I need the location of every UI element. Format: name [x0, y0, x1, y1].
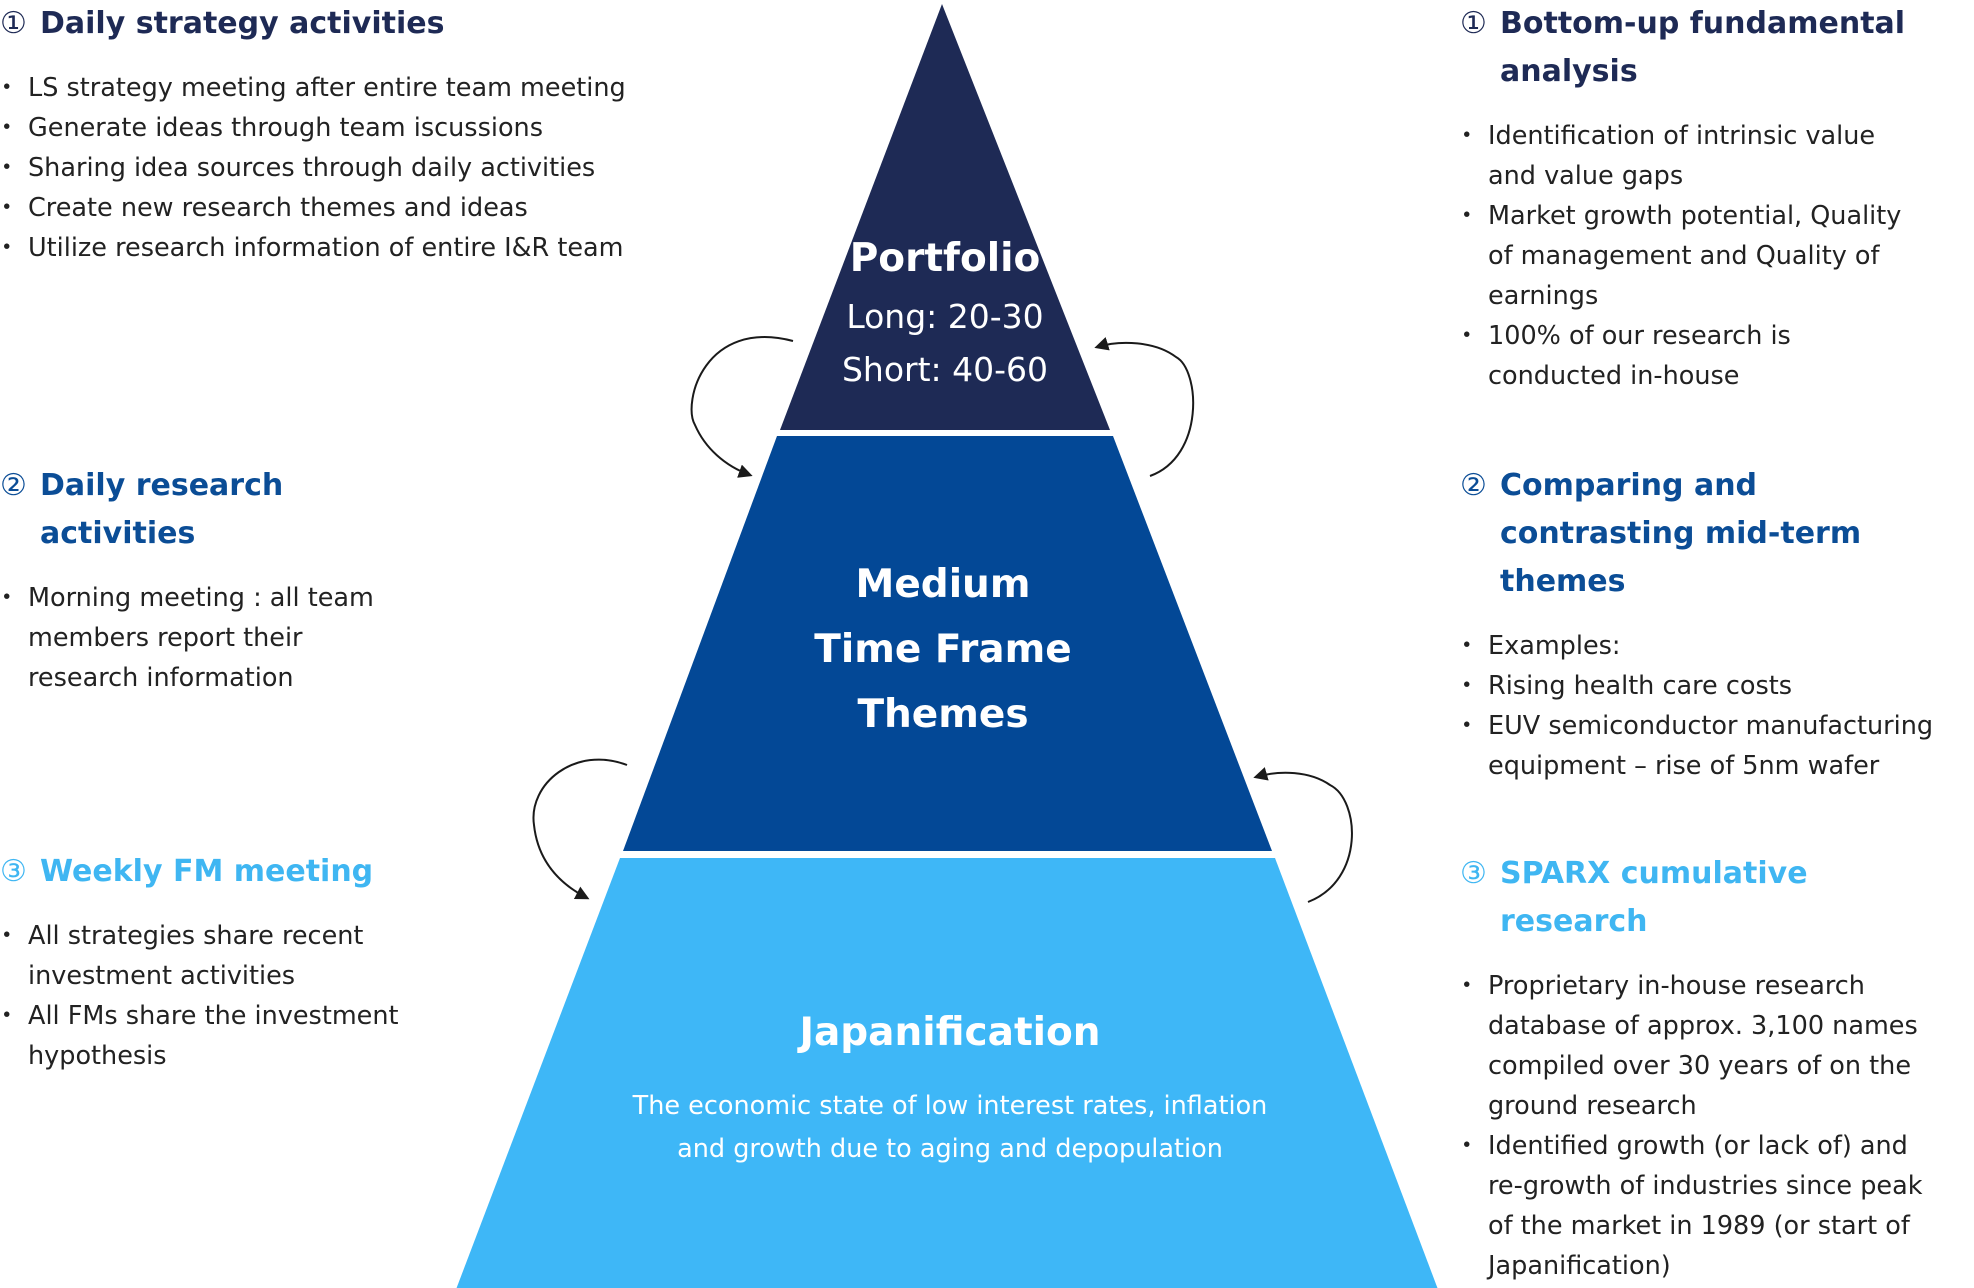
left-heading-2: ② Daily research activities: [0, 462, 400, 558]
medium-line: Medium: [855, 562, 1031, 607]
left-title-1: Daily strategy activities: [40, 6, 445, 41]
right-number-2: ②: [1460, 468, 1487, 503]
right-list-2: Examples: Rising health care costs EUV s…: [1454, 626, 1940, 786]
right-panel-1: ① Bottom-up fundamental analysis Identif…: [1454, 0, 1920, 396]
left-title-2: Daily research activities: [40, 468, 284, 551]
cycle-arrow-left-lower: [532, 758, 628, 900]
left-panel-1: ① Daily strategy activities LS strategy …: [0, 0, 690, 268]
left-number-1: ①: [0, 6, 27, 41]
right-panel-2: ② Comparing and contrasting mid-term the…: [1454, 462, 1940, 786]
list-item: Generate ideas through team iscussions: [0, 108, 690, 148]
list-item: Morning meeting : all team members repor…: [0, 578, 400, 698]
left-number-3: ③: [0, 854, 27, 889]
right-list-1: Identification of intrinsic value and va…: [1454, 116, 1920, 396]
japanification-title: Japanification: [799, 1010, 1101, 1055]
time-frame-line: Time Frame: [814, 627, 1072, 672]
list-item: EUV semiconductor manufacturing equipmen…: [1454, 706, 1940, 786]
tier-top-label: Portfolio Long: 20-30 Short: 40-60: [780, 228, 1110, 396]
pyramid-tier-middle: [623, 436, 1272, 851]
japanification-desc-1: The economic state of low interest rates…: [632, 1091, 1268, 1121]
list-item: Proprietary in-house research database o…: [1454, 966, 1940, 1126]
left-panel-2: ② Daily research activities Morning meet…: [0, 462, 400, 698]
list-item: Identification of intrinsic value and va…: [1454, 116, 1920, 196]
pyramid-tier-bottom: [456, 858, 1438, 1288]
themes-line: Themes: [857, 692, 1029, 737]
list-item: 100% of our research is conducted in-hou…: [1454, 316, 1920, 396]
list-item: LS strategy meeting after entire team me…: [0, 68, 690, 108]
tier-middle-label: Medium Time Frame Themes: [743, 552, 1143, 747]
left-panel-3: ③ Weekly FM meeting All strategies share…: [0, 848, 400, 1076]
tier-bottom-label: Japanification The economic state of low…: [600, 1003, 1300, 1171]
list-item: Identified growth (or lack of) and re-gr…: [1454, 1126, 1940, 1286]
left-heading-3: ③ Weekly FM meeting: [0, 848, 400, 896]
portfolio-long: Long: 20-30: [846, 297, 1044, 336]
left-number-2: ②: [0, 468, 27, 503]
right-title-2: Comparing and contrasting mid-term theme…: [1500, 468, 1862, 599]
cycle-arrow-right-lower: [1253, 767, 1353, 903]
right-number-1: ①: [1460, 6, 1487, 41]
list-item: Examples:: [1454, 626, 1940, 666]
right-heading-1: ① Bottom-up fundamental analysis: [1460, 0, 1920, 96]
list-item: All FMs share the investment hypothesis: [0, 996, 400, 1076]
list-item: Create new research themes and ideas: [0, 188, 690, 228]
list-item: Market growth potential, Quality of mana…: [1454, 196, 1920, 316]
right-title-1: Bottom-up fundamental analysis: [1500, 6, 1906, 89]
pyramid-tier-top: [780, 4, 1110, 430]
right-panel-3: ③ SPARX cumulative research Proprietary …: [1454, 850, 1940, 1286]
japanification-desc-2: and growth due to aging and depopulation: [677, 1134, 1223, 1164]
portfolio-short: Short: 40-60: [841, 350, 1049, 389]
cycle-arrow-left-upper: [690, 336, 794, 478]
right-list-3: Proprietary in-house research database o…: [1454, 966, 1940, 1286]
list-item: All strategies share recent investment a…: [0, 916, 400, 996]
portfolio-title: Portfolio: [849, 236, 1041, 281]
list-item: Sharing idea sources through daily activ…: [0, 148, 690, 188]
list-item: Utilize research information of entire I…: [0, 228, 690, 268]
left-heading-1: ① Daily strategy activities: [0, 0, 690, 48]
right-heading-3: ③ SPARX cumulative research: [1460, 850, 1940, 946]
cycle-arrow-right-upper: [1094, 337, 1195, 477]
left-title-3: Weekly FM meeting: [40, 854, 374, 889]
left-list-2: Morning meeting : all team members repor…: [0, 578, 400, 698]
left-list-3: All strategies share recent investment a…: [0, 916, 400, 1076]
right-heading-2: ② Comparing and contrasting mid-term the…: [1460, 462, 1940, 606]
right-title-3: SPARX cumulative research: [1500, 856, 1808, 939]
left-list-1: LS strategy meeting after entire team me…: [0, 68, 690, 268]
right-number-3: ③: [1460, 856, 1487, 891]
list-item: Rising health care costs: [1454, 666, 1940, 706]
